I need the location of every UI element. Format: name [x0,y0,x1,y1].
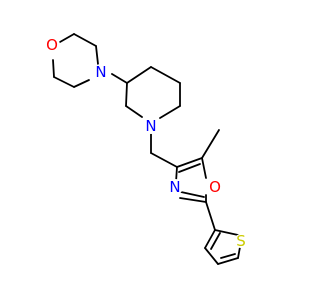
molecule-structure: O N N N O S [44,33,248,265]
bond [217,257,239,265]
bond [204,229,216,249]
bond [214,229,239,236]
bond [95,45,99,65]
svg-text:O: O [46,36,58,54]
atom-oxygen-oxazole: O [207,178,223,196]
svg-text:O: O [209,178,221,196]
atom-layer: O N N N O S [44,36,248,250]
bond [52,59,55,78]
atom-oxygen-morpholine: O [44,36,60,54]
bond [111,73,128,84]
svg-text:N: N [95,63,106,81]
bond [125,82,128,107]
bond [201,157,207,179]
bond [178,163,201,173]
bond [201,129,220,159]
atom-nitrogen-piperidine: N [143,117,159,135]
bond [125,105,143,118]
bond [159,105,181,119]
bond [73,79,90,88]
atom-nitrogen-oxazole: N [167,178,183,196]
bond [150,66,181,84]
bond [237,246,241,259]
svg-text:N: N [169,178,180,196]
bond [73,33,97,47]
bond [180,191,205,198]
svg-text:S: S [236,232,246,250]
atom-sulfur-thiophene: S [234,232,248,250]
bond-layer [52,33,241,265]
svg-text:N: N [145,117,156,135]
bond [176,157,203,168]
atom-nitrogen-morpholine: N [93,63,109,81]
bond [210,232,221,250]
bond [53,76,75,88]
bond [204,247,219,265]
bond [220,253,236,259]
bond [126,66,152,84]
bond [150,152,178,168]
bond [179,197,207,203]
bond [205,201,216,231]
